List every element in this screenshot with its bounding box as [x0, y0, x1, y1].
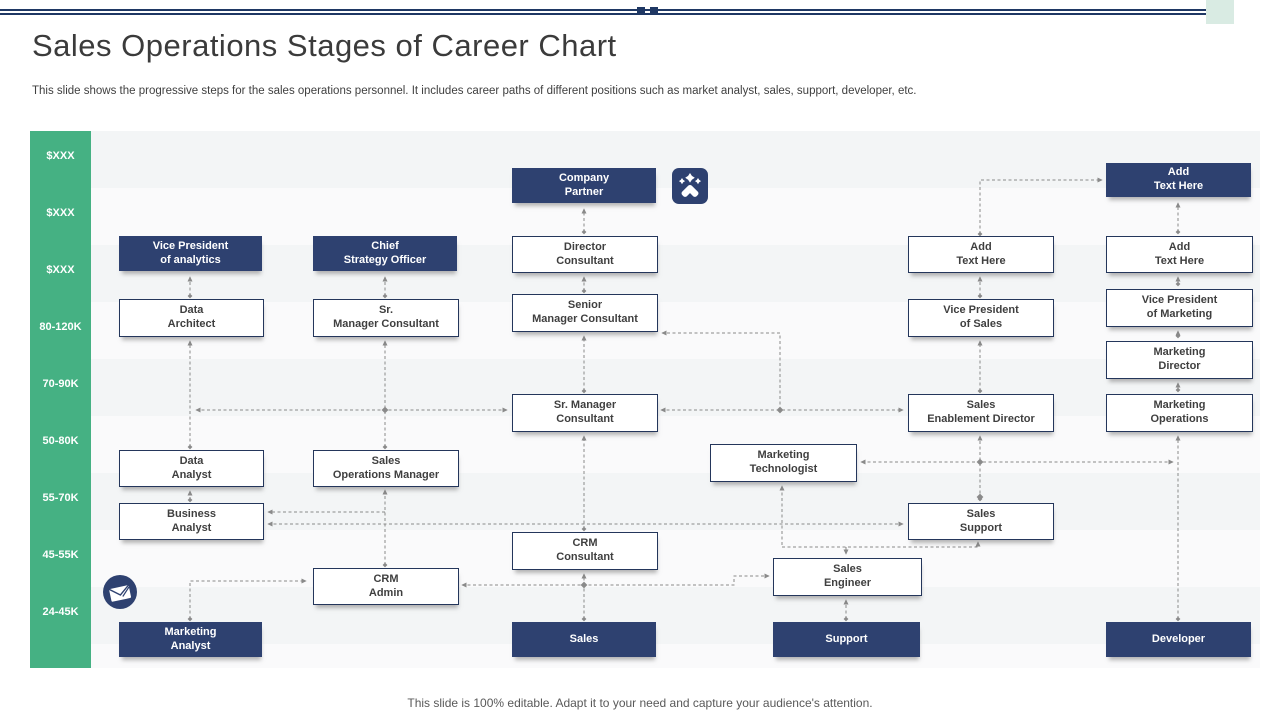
- salary-axis: $XXX $XXX $XXX 80-120K 70-90K 50-80K 55-70K 45-…: [30, 131, 91, 668]
- axis-label: 70-90K: [42, 378, 79, 390]
- handshake-icon: [672, 168, 708, 204]
- axis-label: 24-45K: [42, 606, 79, 618]
- axis-label: $XXX: [46, 207, 75, 219]
- axis-label: 45-55K: [42, 549, 79, 561]
- marketing-director-box: Marketing Director: [1106, 341, 1253, 379]
- director-consultant-box: Director Consultant: [512, 236, 658, 273]
- envelope-icon: [103, 575, 137, 609]
- data-architect-box: Data Architect: [119, 299, 264, 337]
- sr-manager-consultant-center-box: Sr. Manager Consultant: [512, 394, 658, 432]
- top-accent-block: [1206, 0, 1234, 24]
- crm-admin-box: CRM Admin: [313, 568, 459, 605]
- axis-label: $XXX: [46, 264, 75, 276]
- page-title: Sales Operations Stages of Career Chart: [32, 28, 617, 63]
- top-rule-line: [0, 9, 1211, 11]
- marketing-analyst-box: Marketing Analyst: [119, 622, 262, 657]
- add-text-here-mid-box: Add Text Here: [908, 236, 1054, 273]
- axis-label: 50-80K: [42, 435, 79, 447]
- crm-consultant-box: CRM Consultant: [512, 532, 658, 570]
- company-partner-box: Company Partner: [512, 168, 656, 203]
- sr-manager-consultant-left-box: Sr. Manager Consultant: [313, 299, 459, 337]
- add-text-top-right-box: Add Text Here: [1106, 163, 1251, 197]
- top-bar-square-icon: [650, 7, 658, 15]
- axis-label: 80-120K: [39, 321, 82, 333]
- vice-president-of-marketing-box: Vice President of Marketing: [1106, 289, 1253, 327]
- developer-box: Developer: [1106, 622, 1251, 657]
- marketing-operations-box: Marketing Operations: [1106, 394, 1253, 432]
- add-text-here-right-box: Add Text Here: [1106, 236, 1253, 273]
- support-box: Support: [773, 622, 920, 657]
- data-analyst-box: Data Analyst: [119, 450, 264, 487]
- sales-engineer-box: Sales Engineer: [773, 558, 922, 596]
- vice-president-of-analytics-box: Vice President of analytics: [119, 236, 262, 271]
- business-analyst-box: Business Analyst: [119, 503, 264, 540]
- axis-label: 55-70K: [42, 492, 79, 504]
- top-bar-square-icon: [637, 7, 645, 15]
- slide-subtitle: This slide shows the progressive steps f…: [32, 85, 917, 97]
- marketing-technologist-box: Marketing Technologist: [710, 444, 857, 482]
- vice-president-of-sales-box: Vice President of Sales: [908, 299, 1054, 337]
- sales-operations-manager-box: Sales Operations Manager: [313, 450, 459, 487]
- sales-enablement-director-box: Sales Enablement Director: [908, 394, 1054, 432]
- top-rule-line-2: [0, 13, 1211, 15]
- footer-note: This slide is 100% editable. Adapt it to…: [407, 696, 873, 710]
- sales-support-box: Sales Support: [908, 503, 1054, 540]
- axis-label: $XXX: [46, 150, 75, 162]
- chief-strategy-officer-box: Chief Strategy Officer: [313, 236, 457, 271]
- sales-box: Sales: [512, 622, 656, 657]
- senior-manager-consultant-box: Senior Manager Consultant: [512, 294, 658, 332]
